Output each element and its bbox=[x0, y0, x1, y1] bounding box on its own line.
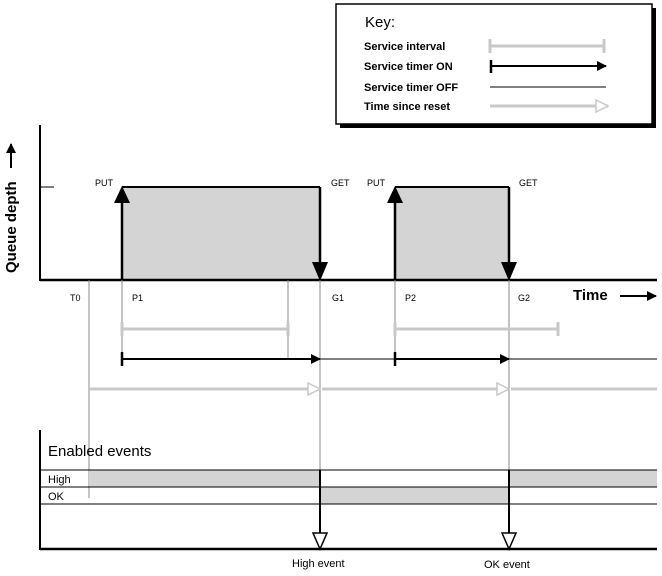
high-enabled-segment-2 bbox=[509, 470, 657, 487]
label-t0: T0 bbox=[70, 293, 81, 303]
enabled-events-title: Enabled events bbox=[48, 443, 151, 460]
ok-event-label: OK event bbox=[484, 559, 530, 571]
queue-depth-chart: Queue depth PUT GET PUT GET Time T0 bbox=[3, 125, 657, 304]
get-label-1: GET bbox=[331, 178, 350, 188]
key-service-timer-on-label: Service timer ON bbox=[364, 61, 453, 73]
key-title: Key: bbox=[365, 14, 395, 31]
ok-event-arrow bbox=[500, 470, 518, 551]
key-service-interval-symbol bbox=[488, 39, 606, 53]
service-timer-line bbox=[120, 352, 657, 366]
get-arrow-1 bbox=[312, 187, 328, 281]
label-p1: P1 bbox=[132, 293, 143, 303]
high-event-label: High event bbox=[292, 558, 345, 570]
service-interval-1 bbox=[120, 322, 290, 336]
high-event-arrow bbox=[311, 470, 329, 551]
y-axis-label: Queue depth bbox=[3, 181, 20, 273]
guide-lines bbox=[88, 280, 510, 498]
high-enabled-segment-1 bbox=[89, 470, 320, 487]
y-axis-label-group: Queue depth bbox=[3, 143, 20, 273]
queue-depth-block-2 bbox=[395, 187, 509, 280]
x-axis-label: Time bbox=[573, 287, 608, 304]
enabled-events-panel: Enabled events High OK High event OK eve… bbox=[39, 430, 657, 571]
key-service-interval-label: Service interval bbox=[364, 41, 445, 53]
get-label-2: GET bbox=[519, 178, 538, 188]
put-arrow-1 bbox=[114, 186, 130, 280]
put-label-1: PUT bbox=[95, 178, 114, 188]
key-service-timer-on-symbol bbox=[489, 60, 607, 73]
row-label-ok: OK bbox=[48, 491, 65, 503]
label-g1: G1 bbox=[332, 293, 344, 303]
key-time-since-reset-label: Time since reset bbox=[364, 101, 450, 113]
row-label-high: High bbox=[48, 474, 71, 486]
ok-enabled-segment bbox=[320, 487, 509, 504]
put-label-2: PUT bbox=[367, 178, 386, 188]
service-interval-2 bbox=[393, 322, 560, 336]
put-arrow-2 bbox=[387, 186, 403, 280]
label-g2: G2 bbox=[518, 293, 530, 303]
key-service-timer-off-label: Service timer OFF bbox=[364, 82, 458, 94]
get-arrow-2 bbox=[501, 187, 517, 281]
label-p2: P2 bbox=[405, 293, 416, 303]
key-box: Key: Service interval Service timer ON S… bbox=[335, 3, 656, 128]
queue-depth-block-1 bbox=[122, 187, 320, 280]
